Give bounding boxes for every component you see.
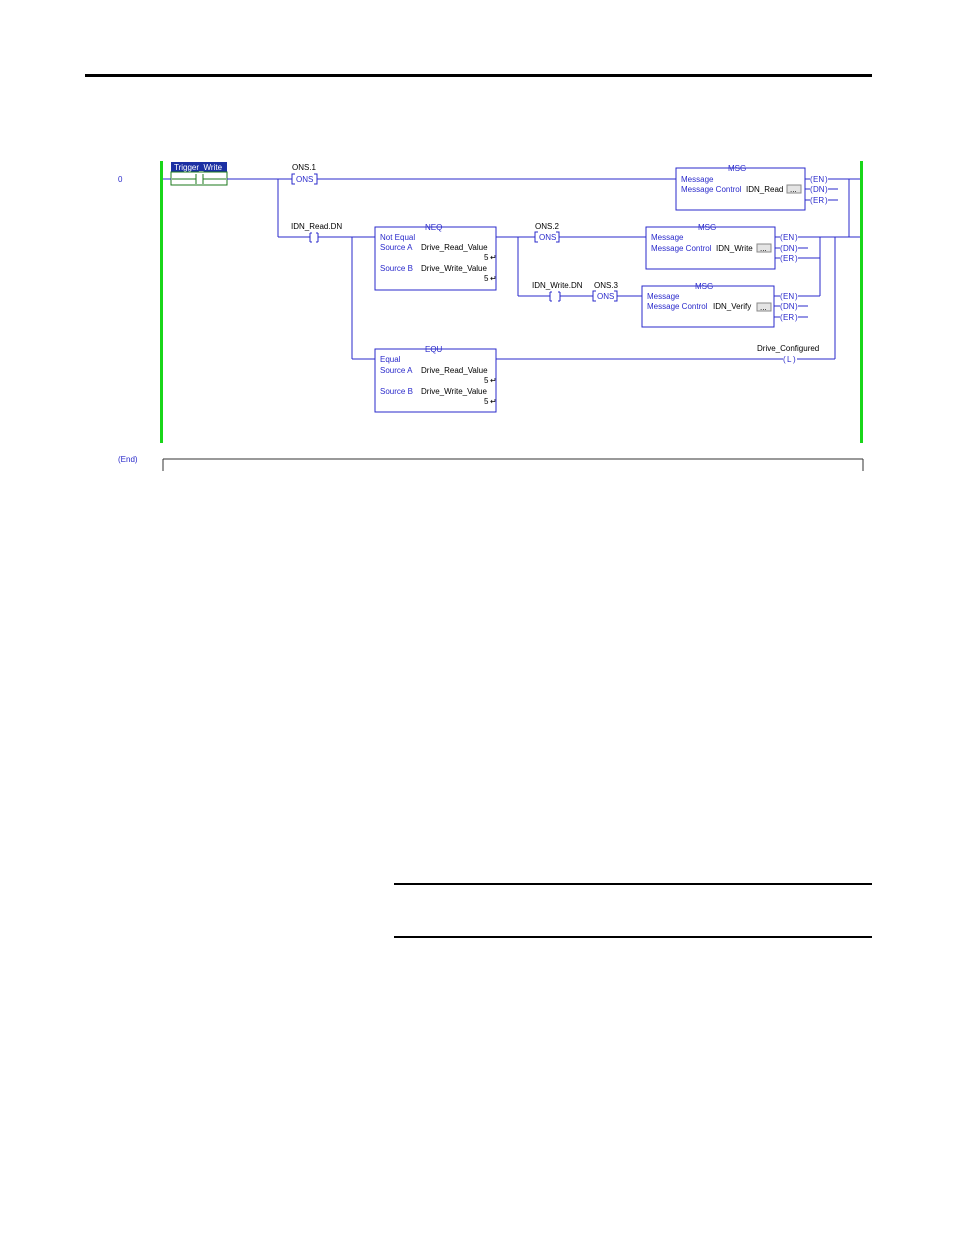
ons-3-label: ONS — [597, 292, 614, 301]
ons-1[interactable]: ONS.1 ONS — [291, 163, 318, 185]
svg-text:): ) — [825, 185, 828, 194]
msg-read-dn: DN — [813, 185, 825, 194]
svg-text:(: ( — [783, 355, 786, 364]
equ-source-b-value: 5 — [484, 397, 489, 406]
msg-write-title: MSG — [698, 223, 716, 232]
equ-block[interactable]: EQU Equal Source A Drive_Read_Value 5 ↵ … — [374, 345, 497, 413]
ladder-diagram: 0 Trigger_Write ONS.1 ONS MSG Message Me… — [118, 161, 864, 471]
equ-title: EQU — [425, 345, 443, 354]
left-power-rail — [160, 161, 163, 443]
msg-verify-er: ER — [783, 313, 794, 322]
msg-write-er: ER — [783, 254, 794, 263]
ons-1-tag: ONS.1 — [292, 163, 317, 172]
msg-write-ellipsis-button[interactable]: ... — [760, 244, 767, 253]
svg-text:↵: ↵ — [490, 274, 497, 283]
ons-3[interactable]: ONS.3 ONS — [592, 281, 619, 302]
right-power-rail — [860, 161, 863, 443]
msg-verify-title: MSG — [695, 282, 713, 291]
coil-drive-configured[interactable]: Drive_Configured ( L ) — [757, 344, 819, 364]
svg-text:): ) — [825, 175, 828, 184]
msg-write-control-label: Message Control — [651, 244, 712, 253]
svg-text:(: ( — [780, 302, 783, 311]
msg-verify-control-tag: IDN_Verify — [713, 302, 751, 311]
svg-text:↵: ↵ — [490, 376, 497, 385]
msg-read-control-tag: IDN_Read — [746, 185, 783, 194]
svg-text:): ) — [795, 292, 798, 301]
neq-title: NEQ — [425, 223, 442, 232]
svg-text:): ) — [795, 244, 798, 253]
msg-read-title: MSG — [728, 164, 746, 173]
note-bottom-rule — [394, 936, 872, 938]
contact-trigger-write[interactable]: Trigger_Write — [170, 162, 228, 186]
top-rule — [85, 74, 872, 77]
svg-text:↵: ↵ — [490, 253, 497, 262]
ons-2-label: ONS — [539, 233, 556, 242]
equ-name: Equal — [380, 355, 401, 364]
msg-block-read[interactable]: MSG Message Message Control IDN_Read ... — [675, 164, 806, 211]
msg-write-outputs: ( EN ) ( DN ) ( ER ) — [775, 233, 849, 263]
rung-number: 0 — [118, 175, 123, 184]
msg-read-en: EN — [813, 175, 824, 184]
neq-source-a-tag: Drive_Read_Value — [421, 243, 488, 252]
svg-text:(: ( — [810, 175, 813, 184]
svg-text:): ) — [795, 302, 798, 311]
neq-block[interactable]: NEQ Not Equal Source A Drive_Read_Value … — [374, 223, 497, 291]
neq-source-b-tag: Drive_Write_Value — [421, 264, 488, 273]
msg-read-ellipsis-button[interactable]: ... — [790, 185, 797, 194]
neq-source-a-value: 5 — [484, 253, 489, 262]
equ-source-b-label: Source B — [380, 387, 413, 396]
msg-verify-outputs: ( EN ) ( DN ) ( ER ) — [774, 292, 820, 322]
svg-text:(: ( — [810, 185, 813, 194]
svg-text:↵: ↵ — [490, 397, 497, 406]
msg-block-verify[interactable]: MSG Message Message Control IDN_Verify .… — [641, 282, 775, 328]
coil-symbol: L — [787, 355, 792, 364]
neq-name: Not Equal — [380, 233, 415, 242]
msg-read-name: Message — [681, 175, 714, 184]
svg-text:): ) — [793, 355, 796, 364]
note-top-rule — [394, 883, 872, 885]
msg-write-name: Message — [651, 233, 684, 242]
neq-source-a-label: Source A — [380, 243, 413, 252]
equ-source-b-tag: Drive_Write_Value — [421, 387, 488, 396]
ons-3-tag: ONS.3 — [594, 281, 619, 290]
msg-read-outputs: ( EN ) ( DN ) ( ER ) — [805, 175, 849, 205]
contact-idn-write-dn-label: IDN_Write.DN — [532, 281, 583, 290]
neq-source-b-label: Source B — [380, 264, 413, 273]
msg-read-control-label: Message Control — [681, 185, 742, 194]
svg-text:(: ( — [780, 254, 783, 263]
svg-text:): ) — [795, 254, 798, 263]
contact-idn-read-dn-label: IDN_Read.DN — [291, 222, 342, 231]
msg-verify-control-label: Message Control — [647, 302, 708, 311]
msg-block-write[interactable]: MSG Message Message Control IDN_Write ..… — [645, 223, 776, 270]
msg-write-en: EN — [783, 233, 794, 242]
ons-2-tag: ONS.2 — [535, 222, 560, 231]
msg-verify-dn: DN — [783, 302, 795, 311]
svg-text:(: ( — [810, 196, 813, 205]
equ-source-a-value: 5 — [484, 376, 489, 385]
svg-text:(: ( — [780, 233, 783, 242]
msg-verify-en: EN — [783, 292, 794, 301]
end-label: (End) — [118, 455, 138, 464]
svg-text:(: ( — [780, 313, 783, 322]
coil-drive-configured-tag: Drive_Configured — [757, 344, 819, 353]
contact-idn-read-dn[interactable]: IDN_Read.DN — [291, 222, 342, 243]
contact-trigger-write-label: Trigger_Write — [174, 163, 223, 172]
msg-write-control-tag: IDN_Write — [716, 244, 753, 253]
ons-1-label: ONS — [296, 175, 313, 184]
msg-write-dn: DN — [783, 244, 795, 253]
svg-text:): ) — [825, 196, 828, 205]
contact-idn-write-dn[interactable]: IDN_Write.DN — [532, 281, 583, 302]
msg-verify-name: Message — [647, 292, 680, 301]
msg-read-er: ER — [813, 196, 824, 205]
ons-2[interactable]: ONS.2 ONS — [534, 222, 560, 243]
svg-text:(: ( — [780, 244, 783, 253]
svg-text:(: ( — [780, 292, 783, 301]
svg-text:): ) — [795, 233, 798, 242]
neq-source-b-value: 5 — [484, 274, 489, 283]
msg-verify-ellipsis-button[interactable]: ... — [760, 303, 767, 312]
equ-source-a-tag: Drive_Read_Value — [421, 366, 488, 375]
svg-text:): ) — [795, 313, 798, 322]
equ-source-a-label: Source A — [380, 366, 413, 375]
